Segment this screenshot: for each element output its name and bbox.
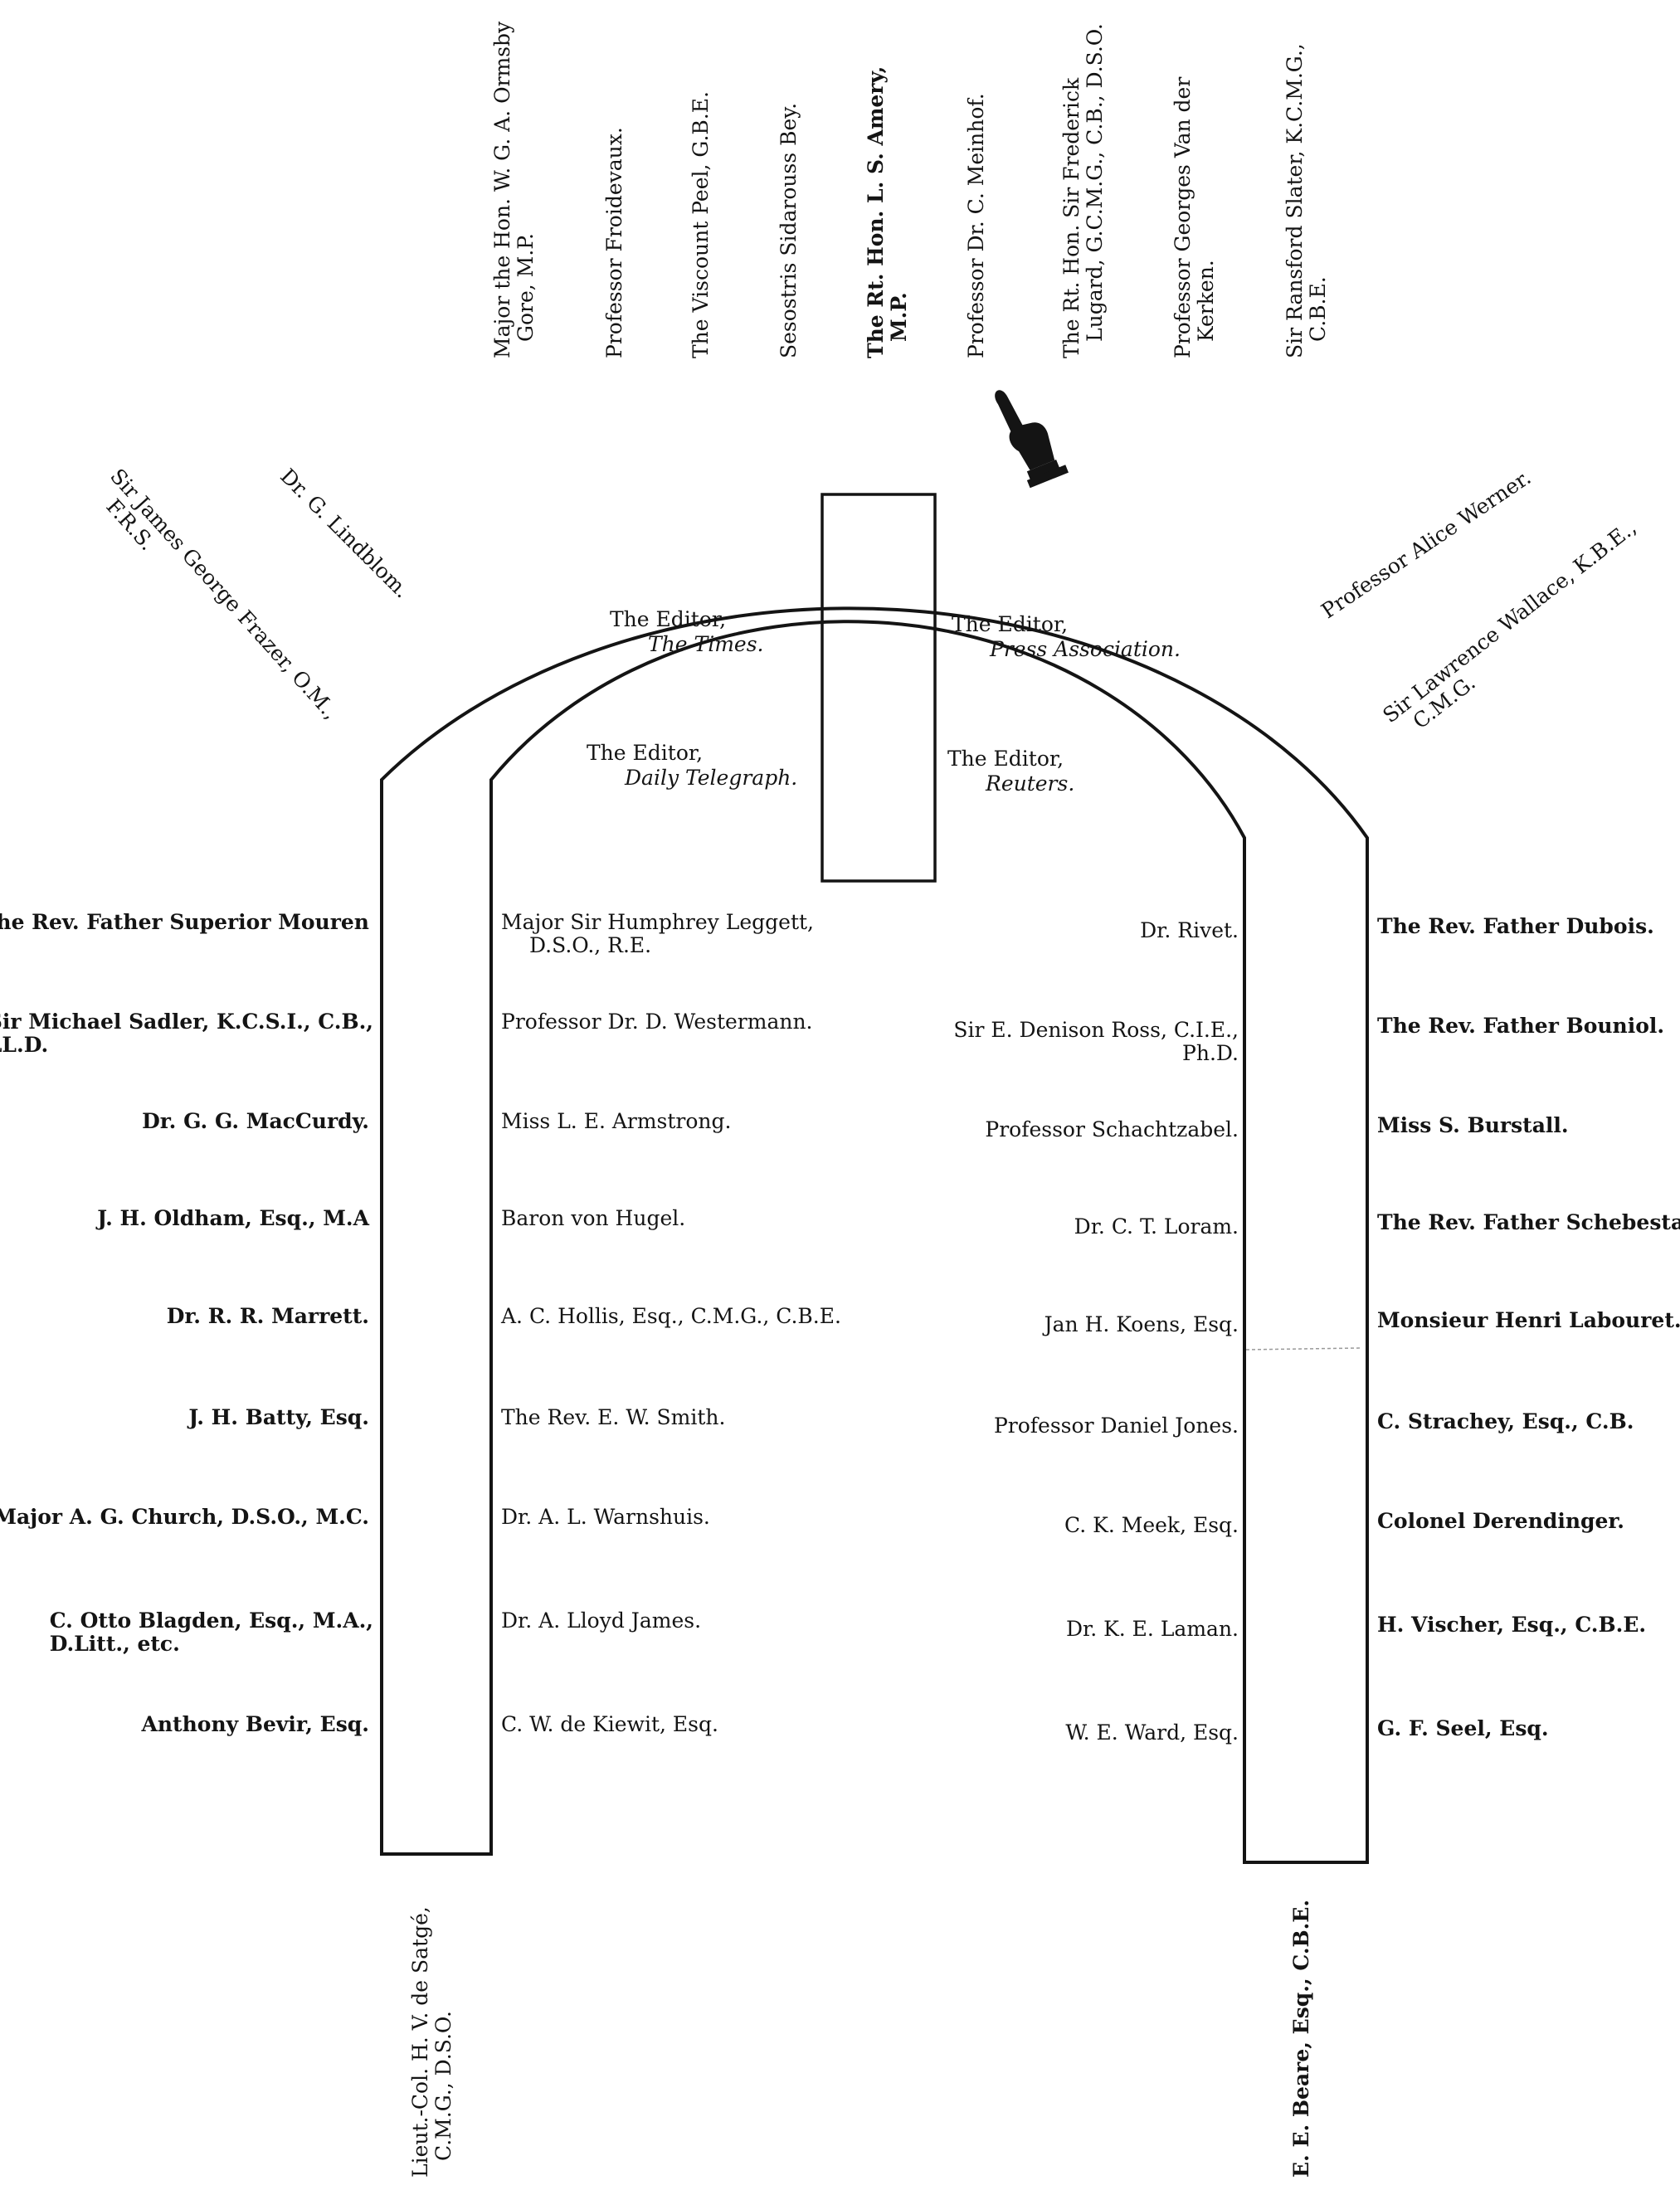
inner-right-guest: C. K. Meek, Esq.: [1064, 1513, 1239, 1537]
outer-left-guest: The Rev. Father Superior Mouren: [0, 910, 369, 934]
outer-left-guest: Sir Michael Sadler, K.C.S.I., C.B.,LL.D.: [0, 1010, 373, 1057]
horseshoe-table: [380, 606, 1369, 1864]
inner-left-guest: Major Sir Humphrey Leggett,D.S.O., R.E.: [501, 910, 814, 957]
outer-left-guest: J. H. Oldham, Esq., M.A: [97, 1206, 369, 1230]
inner-right-guest: Dr. Rivet.: [1140, 918, 1239, 942]
outer-left-guest: Anthony Bevir, Esq.: [141, 1712, 369, 1736]
head-table-guest: Professor Froidevaux.: [602, 127, 626, 358]
outer-left-guest: Dr. G. G. MacCurdy.: [142, 1109, 369, 1133]
inner-right-guest: Dr. K. E. Laman.: [1065, 1617, 1239, 1641]
outer-left-guest: Major A. G. Church, D.S.O., M.C.: [0, 1505, 369, 1529]
inner-right-guest: Dr. C. T. Loram.: [1074, 1214, 1239, 1239]
foot-guest-left: Lieut.-Col. H. V. de Satgé,C.M.G., D.S.O…: [408, 1906, 455, 2178]
outer-right-guest: The Rev. Father Schebesta.: [1377, 1210, 1680, 1234]
press-guest: The Editor,The Times.: [610, 607, 764, 656]
press-guest: The Editor,Reuters.: [947, 747, 1075, 796]
head-table-guest: Professor Dr. C. Meinhof.: [964, 93, 988, 358]
outer-left-guest: Dr. R. R. Marrett.: [166, 1304, 369, 1328]
inner-left-guest: Miss L. E. Armstrong.: [501, 1109, 732, 1133]
press-guest: The Editor,Press Association.: [952, 612, 1181, 661]
head-table-guest: The Rt. Hon. L. S. Amery,M.P.: [864, 66, 911, 358]
inner-left-guest: The Rev. E. W. Smith.: [501, 1405, 726, 1429]
inner-right-guest: W. E. Ward, Esq.: [1065, 1720, 1239, 1745]
inner-right-guest: Jan H. Koens, Esq.: [1044, 1312, 1239, 1336]
press-guest: The Editor,Daily Telegraph.: [587, 741, 798, 790]
divider-line: [1245, 1347, 1361, 1350]
head-table-guest: Sir Ransford Slater, K.C.M.G.,C.B.E.: [1283, 43, 1330, 358]
inner-left-guest: A. C. Hollis, Esq., C.M.G., C.B.E.: [501, 1304, 841, 1328]
head-table-guest: Sesostris Sidarouss Bey.: [777, 102, 801, 358]
outer-right-guest: C. Strachey, Esq., C.B.: [1377, 1409, 1634, 1433]
inner-right-guest: Sir E. Denison Ross, C.I.E.,Ph.D.: [953, 1018, 1239, 1065]
inner-right-guest: Professor Daniel Jones.: [993, 1414, 1239, 1438]
outer-right-guest: The Rev. Father Dubois.: [1377, 914, 1654, 938]
head-table-guest: The Viscount Peel, G.B.E.: [689, 91, 713, 358]
inner-left-guest: Baron von Hugel.: [501, 1206, 686, 1230]
outer-right-guest: Monsieur Henri Labouret.: [1377, 1308, 1680, 1332]
outer-right-guest: The Rev. Father Bouniol.: [1377, 1014, 1665, 1038]
outer-right-guest: G. F. Seel, Esq.: [1377, 1716, 1549, 1740]
outer-right-guest: Miss S. Burstall.: [1377, 1113, 1569, 1137]
inner-left-guest: Dr. A. L. Warnshuis.: [501, 1505, 710, 1529]
inner-right-guest: Professor Schachtzabel.: [985, 1117, 1239, 1141]
foot-guest-right: E. E. Beare, Esq., C.B.E.: [1289, 1899, 1313, 2178]
inner-left-guest: C. W. de Kiewit, Esq.: [501, 1712, 718, 1736]
inner-left-guest: Dr. A. Lloyd James.: [501, 1608, 702, 1633]
outer-right-guest: H. Vischer, Esq., C.B.E.: [1377, 1613, 1647, 1637]
press-table: [821, 493, 937, 883]
outer-left-guest: C. Otto Blagden, Esq., M.A.,D.Litt., etc…: [49, 1608, 373, 1656]
outer-right-guest: Colonel Derendinger.: [1377, 1509, 1624, 1533]
pointing-hand-icon: [995, 390, 1069, 489]
outer-left-guest: J. H. Batty, Esq.: [188, 1405, 369, 1429]
inner-left-guest: Professor Dr. D. Westermann.: [501, 1010, 813, 1034]
